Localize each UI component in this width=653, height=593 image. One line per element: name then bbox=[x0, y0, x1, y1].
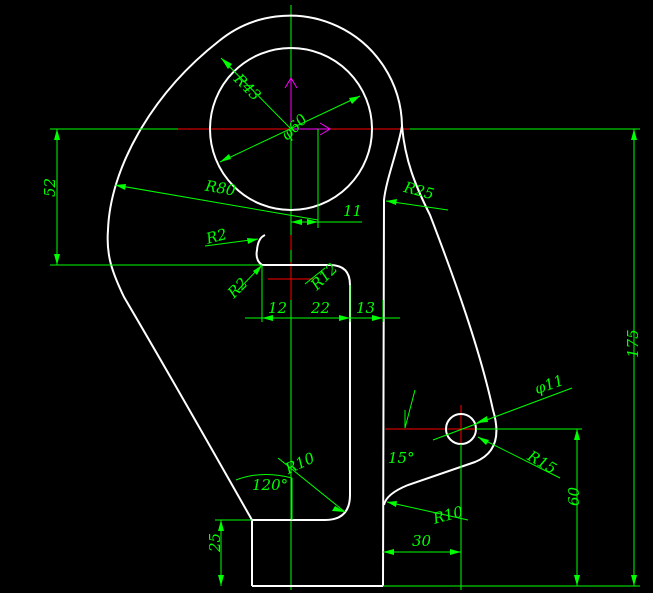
dim-12-text: 12 bbox=[268, 299, 287, 317]
part-outline bbox=[106, 14, 498, 587]
r80-leader bbox=[114, 184, 319, 221]
dim-30-text: 30 bbox=[412, 532, 432, 550]
right-inner-edge bbox=[382, 125, 403, 587]
outer-arc-r43 bbox=[218, 14, 403, 127]
dim-15deg-text: 15° bbox=[388, 449, 415, 467]
dim-25-text: 25 bbox=[206, 533, 224, 553]
dim-r80-text: R80 bbox=[203, 177, 237, 200]
dim-175-text: 175 bbox=[624, 329, 642, 358]
r10-left-leader bbox=[277, 457, 346, 513]
dim-r2a-text: R2 bbox=[203, 225, 229, 248]
r2-fillet bbox=[255, 234, 266, 266]
phi60-leader bbox=[219, 95, 361, 163]
dim-13-text: 13 bbox=[356, 299, 375, 317]
r12-leader bbox=[304, 267, 326, 285]
r43-leader bbox=[220, 57, 292, 130]
dim-120deg-text: 120° bbox=[252, 476, 288, 494]
dimension-lines bbox=[50, 57, 640, 590]
phi11-leader bbox=[432, 387, 573, 441]
inner-slot bbox=[252, 264, 351, 521]
arrowheads bbox=[54, 58, 637, 586]
dim-11-text: 11 bbox=[343, 202, 362, 220]
inner-circle-phi60 bbox=[209, 47, 373, 211]
left-r80-profile bbox=[106, 40, 253, 521]
dim-22-text: 22 bbox=[310, 299, 330, 317]
ucs-icon bbox=[284, 77, 331, 136]
r10-right-leader bbox=[386, 501, 469, 521]
r15-leader bbox=[477, 436, 561, 479]
right-outer-profile bbox=[383, 125, 498, 506]
dim-52-text: 52 bbox=[41, 178, 59, 197]
dim-60-text: 60 bbox=[565, 486, 583, 506]
ang15-line bbox=[404, 389, 416, 429]
ang120-arc bbox=[235, 474, 293, 481]
